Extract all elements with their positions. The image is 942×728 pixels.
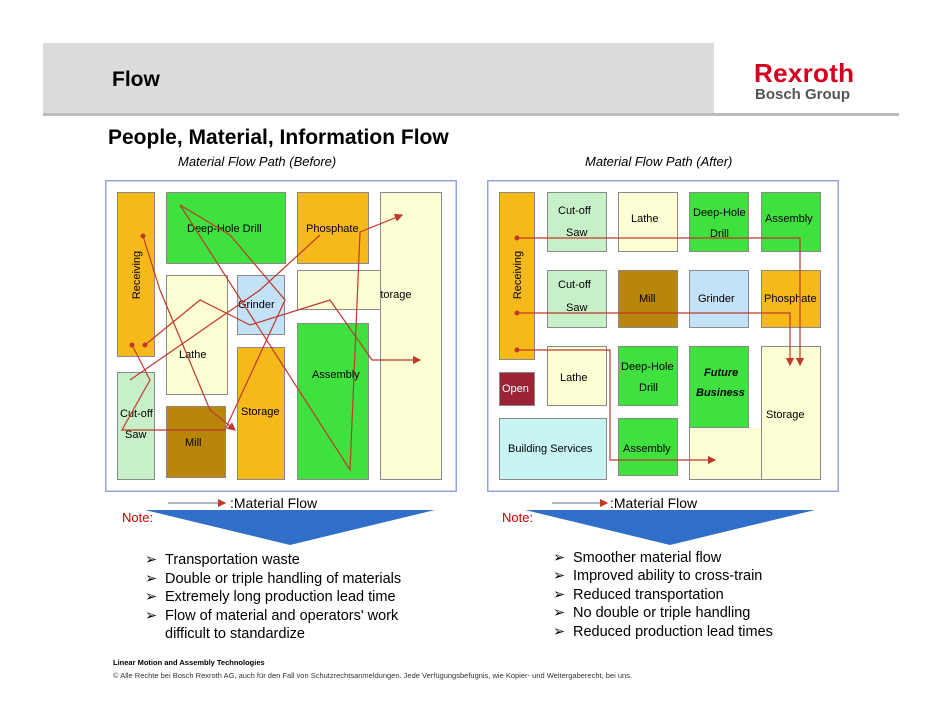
- before-storage-connector: [297, 270, 380, 310]
- before-flow-path-5: [129, 234, 321, 381]
- after-note: Note:: [502, 510, 534, 525]
- footer-division: Linear Motion and Assembly Technologies: [113, 658, 265, 667]
- before-bullet-4-cont: difficult to standardize: [165, 626, 305, 642]
- before-lathe: Lathe: [166, 275, 228, 395]
- slide-heading: People, Material, Information Flow: [108, 126, 449, 149]
- after-bullet-2: ➢Improved ability to cross-train: [553, 568, 763, 584]
- after-building-services: Building Services: [499, 418, 607, 480]
- after-storage-extension: [689, 428, 761, 480]
- before-note: Note:: [122, 510, 154, 525]
- after-assembly-bottom: Assembly: [618, 418, 678, 476]
- bosch-group-logo: Bosch Group: [755, 86, 851, 103]
- after-bullet-4: ➢No double or triple handling: [553, 605, 751, 621]
- before-bullet-1: ➢Transportation waste: [145, 552, 300, 568]
- after-banner-shape: [525, 510, 815, 545]
- after-bullet-3: ➢Reduced transportation: [553, 587, 724, 603]
- after-cutoff-saw-1: Cut-off Saw: [547, 192, 607, 252]
- before-flow-path-3: [179, 204, 404, 472]
- before-subtitle: Material Flow Path (Before): [178, 154, 337, 169]
- before-phosphate: Phosphate: [297, 192, 369, 264]
- before-receiving: Receiving: [117, 192, 155, 357]
- after-assembly-top: Assembly: [761, 192, 821, 252]
- header-bar: [43, 43, 714, 113]
- before-flow-path-2: [120, 204, 286, 431]
- before-flow-path-1: [142, 235, 236, 431]
- after-subtitle: Material Flow Path (After): [585, 154, 733, 169]
- after-storage: Storage: [761, 346, 821, 480]
- after-grinder: Grinder: [689, 270, 749, 328]
- footer-copyright: © Alle Rechte bei Bosch Rexroth AG, auch…: [113, 671, 633, 680]
- before-bullet-4: ➢Flow of material and operators' work: [145, 608, 399, 624]
- before-cutoff-saw: Cut-off Saw: [117, 372, 155, 480]
- before-mill: Mill: [166, 406, 226, 478]
- after-open: Open: [499, 372, 535, 406]
- before-storage-mid: Storage: [237, 347, 285, 480]
- header-divider: [43, 113, 899, 116]
- before-banner-shape: [145, 510, 435, 545]
- before-deep-hole-drill: Deep-Hole Drill: [166, 192, 286, 264]
- before-grinder: Grinder: [237, 275, 285, 335]
- before-bullet-2: ➢Double or triple handling of materials: [145, 571, 402, 587]
- before-legend-label: :Material Flow: [230, 495, 318, 511]
- after-future-business: Future Business: [689, 346, 749, 428]
- after-flow-path-2: [517, 312, 795, 367]
- before-storage-right: Storage: [373, 192, 442, 480]
- after-lathe-top: Lathe: [618, 192, 678, 252]
- after-flow-path-1: [517, 237, 805, 367]
- before-flow-path-4: [144, 299, 422, 365]
- before-assembly: Assembly: [297, 323, 369, 480]
- page-title: Flow: [112, 68, 160, 91]
- after-flow-path-3: [517, 349, 717, 465]
- after-bullet-1: ➢Smoother material flow: [553, 550, 722, 566]
- rexroth-logo: Rexroth: [754, 58, 855, 88]
- after-deep-hole-drill-1: Deep-Hole Drill: [689, 192, 749, 252]
- after-mill: Mill: [618, 270, 678, 328]
- before-bullet-3: ➢Extremely long production lead time: [145, 589, 396, 605]
- after-receiving: Receiving: [499, 192, 535, 360]
- after-deep-hole-drill-2: Deep-Hole Drill: [618, 346, 678, 406]
- after-phosphate: Phosphate: [761, 270, 821, 328]
- logo-area: [714, 43, 899, 113]
- after-legend-label: :Material Flow: [610, 495, 698, 511]
- after-lathe-mid: Lathe: [547, 346, 607, 406]
- after-cutoff-saw-2: Cut-off Saw: [547, 270, 607, 328]
- after-bullet-5: ➢Reduced production lead times: [553, 624, 773, 640]
